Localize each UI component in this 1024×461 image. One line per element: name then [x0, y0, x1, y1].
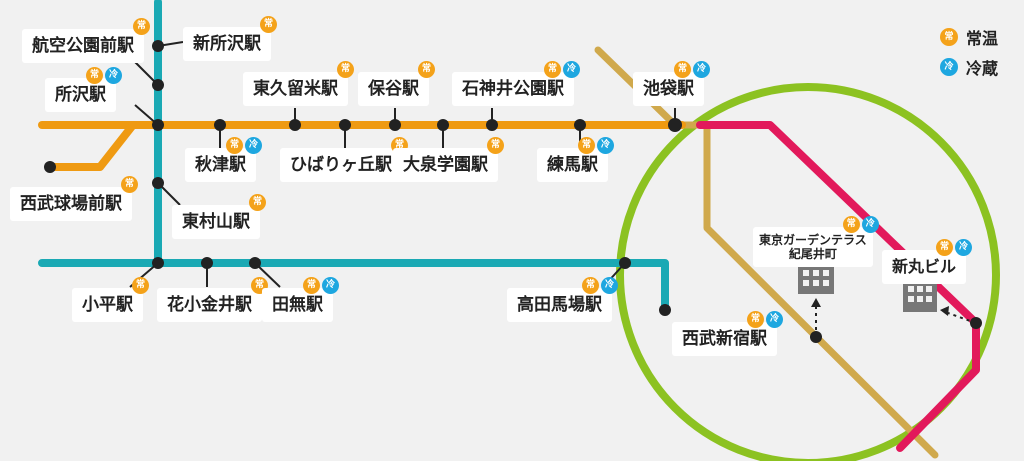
- station-name: 新所沢駅: [193, 34, 261, 54]
- yamanote-line: [616, 83, 1000, 461]
- legend-jo-label: 常温: [966, 29, 999, 48]
- station-label-seibushinjuku: 西武新宿駅常冷: [672, 311, 783, 356]
- station-name: 西武新宿駅: [682, 329, 767, 349]
- rei-badge-icon: 冷: [601, 277, 618, 294]
- station-label-higashikurume: 東久留米駅常: [243, 61, 354, 106]
- building-name-line2: 紀尾井町: [788, 247, 837, 261]
- jo-badge-icon: 常: [544, 61, 561, 78]
- arrowheads: [811, 298, 949, 316]
- jo-badge-icon: 常: [674, 61, 691, 78]
- building-label-kioi: 東京ガーデンテラス 紀尾井町 常冷: [753, 216, 879, 267]
- jo-badge-icon: 常: [487, 137, 504, 154]
- building-name-line1: 東京ガーデンテラス: [759, 233, 867, 247]
- jo-badge-icon: 常: [842, 216, 860, 233]
- jo-badge-icon: 常: [132, 277, 149, 294]
- jo-badge-icon: 常: [337, 61, 354, 78]
- station-name: 所沢駅: [55, 85, 106, 105]
- legend-rei-label: 冷蔵: [966, 59, 999, 78]
- jo-badge-icon: 常: [121, 176, 138, 193]
- rei-badge-icon: 冷: [563, 61, 580, 78]
- jo-badge-icon: 常: [747, 311, 764, 328]
- station-label-tanashi: 田無駅常冷: [262, 277, 339, 322]
- station-label-hanakoganei: 花小金井駅常: [157, 277, 268, 322]
- station-label-hoya: 保谷駅常: [358, 61, 435, 106]
- station-label-kodaira: 小平駅常: [72, 277, 149, 322]
- station-label-shakujii: 石神井公園駅常冷: [452, 61, 580, 106]
- station-name: 練馬駅: [547, 155, 598, 175]
- station-name: 東久留米駅: [253, 79, 338, 99]
- seibu-sayama-branch: [46, 121, 137, 171]
- station-name: 池袋駅: [643, 79, 694, 99]
- seibu-shinjuku-line: [38, 0, 669, 314]
- station-name: 高田馬場駅: [517, 295, 602, 315]
- station-label-kokukoen: 航空公園前駅常: [22, 18, 150, 63]
- station-name: 田無駅: [272, 295, 323, 315]
- legend-rei: 冷 冷蔵: [940, 52, 998, 82]
- building-label-shinmaru: 新丸ビル常冷: [882, 239, 973, 284]
- jo-badge-icon: 常: [582, 277, 599, 294]
- building-icon: [903, 282, 937, 312]
- station-label-nerima: 練馬駅常冷: [537, 137, 614, 182]
- station-label-hibarigaoka: ひばりヶ丘駅常: [280, 137, 408, 182]
- station-name: 航空公園前駅: [32, 36, 134, 56]
- jo-badge-icon: 常: [936, 239, 954, 256]
- jo-badge-icon: 常: [133, 18, 150, 35]
- rei-badge-icon: 冷: [105, 67, 122, 84]
- station-label-oizumi: 大泉学園駅常: [393, 137, 504, 182]
- station-label-takadanobaba: 高田馬場駅常冷: [507, 277, 618, 322]
- station-label-ikebukuro: 池袋駅常冷: [633, 61, 710, 106]
- station-name: 東村山駅: [182, 212, 250, 232]
- station-name: 保谷駅: [368, 79, 419, 99]
- station-name: 花小金井駅: [167, 295, 252, 315]
- rei-badge-icon: 冷: [693, 61, 710, 78]
- station-label-shintokorozawa: 新所沢駅常: [183, 16, 277, 61]
- legend: 常 常温 冷 冷蔵: [940, 22, 998, 82]
- rei-badge-icon: 冷: [861, 216, 879, 233]
- station-label-akitsu: 秋津駅常冷: [185, 137, 262, 182]
- station-label-seibukyujo: 西武球場前駅常: [10, 176, 138, 221]
- rei-badge-icon: 冷: [245, 137, 262, 154]
- rei-badge-icon: 冷: [940, 58, 958, 76]
- jo-badge-icon: 常: [260, 16, 277, 33]
- jo-badge-icon: 常: [226, 137, 243, 154]
- jo-badge-icon: 常: [86, 67, 103, 84]
- rei-badge-icon: 冷: [322, 277, 339, 294]
- jo-badge-icon: 常: [249, 194, 266, 211]
- station-name: ひばりヶ丘駅: [290, 155, 392, 175]
- legend-jo: 常 常温: [940, 22, 998, 52]
- building-icon: [798, 266, 834, 294]
- station-dots: [44, 40, 982, 343]
- jo-badge-icon: 常: [578, 137, 595, 154]
- station-name: 小平駅: [82, 295, 133, 315]
- station-name: 西武球場前駅: [20, 194, 122, 214]
- rei-badge-icon: 冷: [597, 137, 614, 154]
- rei-badge-icon: 冷: [955, 239, 973, 256]
- station-name: 秋津駅: [195, 155, 246, 175]
- rei-badge-icon: 冷: [766, 311, 783, 328]
- jo-badge-icon: 常: [940, 28, 958, 46]
- station-name: 大泉学園駅: [403, 155, 488, 175]
- building-name: 新丸ビル: [892, 257, 957, 276]
- station-name: 石神井公園駅: [462, 79, 564, 99]
- station-label-higashimurayama: 東村山駅常: [172, 194, 266, 239]
- jo-badge-icon: 常: [418, 61, 435, 78]
- station-label-tokorozawa: 所沢駅常冷: [45, 67, 122, 112]
- jo-badge-icon: 常: [303, 277, 320, 294]
